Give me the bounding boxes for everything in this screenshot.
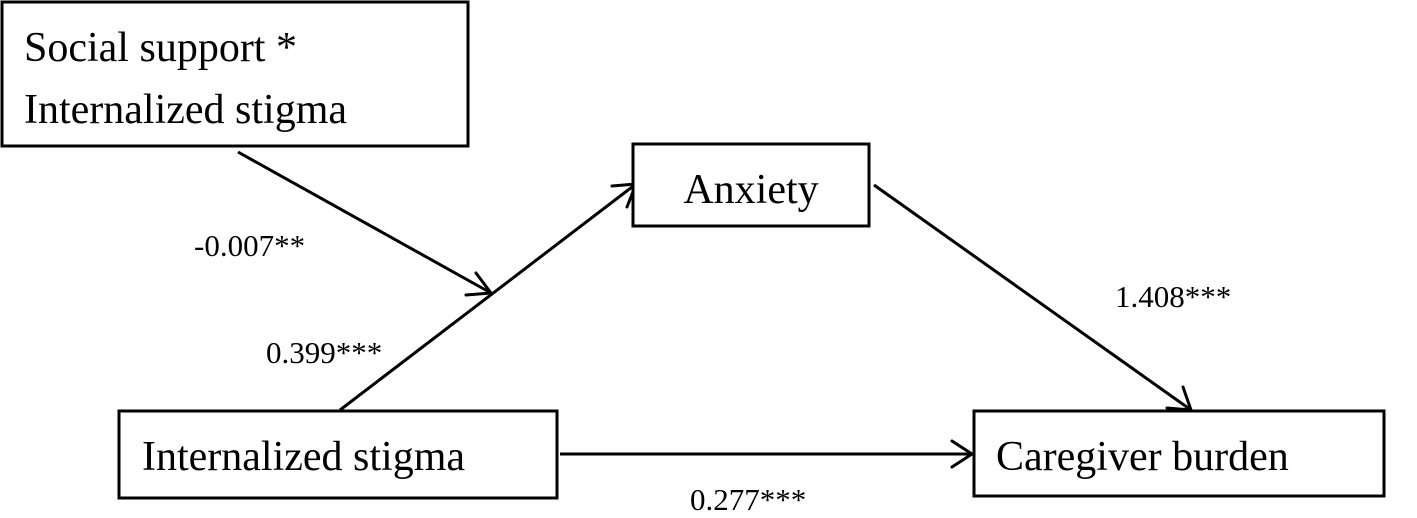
- predictor-node: Internalized stigma: [117, 409, 559, 500]
- a-path-arrow: [339, 182, 637, 412]
- moderator-node: Social support * Internalized stigma: [0, 0, 470, 148]
- outcome-label: Caregiver burden: [996, 434, 1289, 480]
- mediator-node: Anxiety: [631, 142, 871, 228]
- outcome-node: Caregiver burden: [972, 409, 1386, 498]
- moderator-box: [0, 0, 470, 148]
- a-path-coefficient: 0.399***: [266, 335, 382, 370]
- c-prime-path-coefficient: 0.277***: [690, 482, 806, 517]
- moderation-arrow: [237, 150, 492, 295]
- mediator-label: Anxiety: [683, 167, 818, 213]
- outcome-box: [972, 409, 1386, 498]
- predictor-label: Internalized stigma: [142, 434, 465, 480]
- b-path-arrow: [873, 183, 1192, 412]
- moderator-label-line1: Social support *: [24, 25, 297, 71]
- predictor-box: [117, 409, 559, 500]
- coefficients: -0.007** 0.399*** 1.408*** 0.277***: [194, 228, 1231, 517]
- moderation-coefficient: -0.007**: [194, 228, 305, 263]
- mediator-box: [631, 142, 871, 228]
- b-path-coefficient: 1.408***: [1115, 279, 1231, 314]
- moderator-label-line2: Internalized stigma: [24, 87, 347, 133]
- edges: [237, 150, 1193, 469]
- c-prime-path-arrowhead: [950, 439, 974, 469]
